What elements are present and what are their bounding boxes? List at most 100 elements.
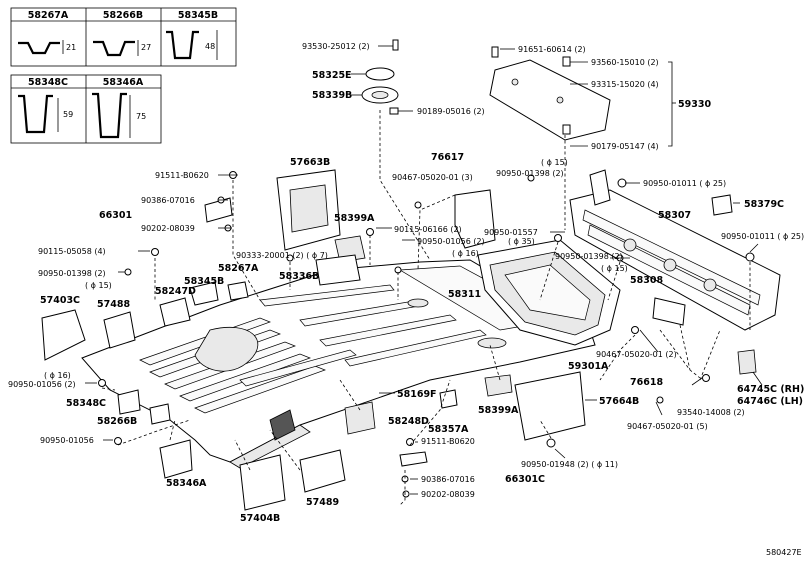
part-label: 90950-01056 (2) xyxy=(8,380,76,389)
part-label: 90950-01011 ( ϕ 25) xyxy=(643,179,726,188)
dashed-guide-lines xyxy=(101,110,751,506)
hook-66301c xyxy=(399,451,428,467)
plug-icon xyxy=(124,268,132,276)
part-label: ( ϕ 16) xyxy=(44,371,71,380)
part-label: 93530-25012 (2) xyxy=(302,42,370,51)
part-label: 58248D xyxy=(388,416,429,427)
plug-icon xyxy=(745,252,755,262)
bracket-58346a xyxy=(159,439,193,479)
bolt-icon xyxy=(366,228,374,236)
bracket-58247d xyxy=(159,297,191,327)
bracket-58345b xyxy=(189,281,219,306)
legend-code: 58346A xyxy=(103,77,144,88)
bolt-icon xyxy=(406,438,414,446)
part-label: 90179-05147 (4) xyxy=(591,142,659,151)
part-label: 90115-05058 (4) xyxy=(38,247,106,256)
part-label: 59330 xyxy=(678,99,711,110)
part-label: 93315-15020 (4) xyxy=(591,80,659,89)
plug-icon xyxy=(554,234,562,242)
spare-tub-58308 xyxy=(477,239,621,346)
clip-icon xyxy=(656,396,664,404)
screw-icon xyxy=(491,46,499,58)
bracket-57403c xyxy=(41,309,86,361)
part-label: 58348C xyxy=(66,398,106,409)
plug-icon xyxy=(546,438,556,448)
floor-bracket xyxy=(269,409,296,441)
bolt-icon xyxy=(389,107,399,115)
screw-icon xyxy=(702,374,710,382)
part-label: ( ϕ 35) xyxy=(508,237,535,246)
part-label: 66301 xyxy=(99,210,132,221)
floor-pan xyxy=(81,259,596,469)
part-label: 90467-05020-01 (5) xyxy=(627,422,708,431)
part-label: ( ϕ 16) xyxy=(452,249,479,258)
bolt-icon xyxy=(151,248,159,256)
part-label: 90333-20001 (2) ( ϕ 7) xyxy=(236,251,328,260)
part-label: 90386-07016 xyxy=(141,196,195,205)
part-label: 58307 xyxy=(658,210,691,221)
cap-58379c xyxy=(711,194,733,216)
bracket-57664b xyxy=(514,371,586,441)
part-label: 59301A xyxy=(568,361,609,372)
part-labels: 93530-25012 (2) 58325E 58339B 90189-0501… xyxy=(8,42,804,557)
part-label: 57404B xyxy=(240,513,280,524)
cover-59330 xyxy=(489,46,611,141)
part-label: 90950-01398 (2) xyxy=(38,269,106,278)
part-label: ( ϕ 15) xyxy=(85,281,112,290)
bracket-58266b xyxy=(149,403,171,425)
part-label: 58247D xyxy=(155,286,196,297)
bracket-58357a xyxy=(439,389,458,409)
part-label: 64746C (LH) xyxy=(737,396,803,407)
part-label: 90950-01011 ( ϕ 25) xyxy=(721,232,804,241)
part-label: 57664B xyxy=(599,396,639,407)
diagram-id: 580427E xyxy=(766,548,802,557)
part-label: 90386-07016 xyxy=(421,475,475,484)
bracket-58348c xyxy=(117,389,141,415)
part-label: 90950-01398 (2) xyxy=(555,252,623,261)
part-label: 90202-08039 xyxy=(141,224,195,233)
plug-icon xyxy=(414,201,422,209)
bracket-57489 xyxy=(299,449,346,493)
part-label: 76618 xyxy=(630,377,663,388)
part-label: 58339B xyxy=(312,90,352,101)
part-label: ( ϕ 15) xyxy=(541,158,568,167)
legend-dim: 75 xyxy=(136,112,146,121)
bracket-profile xyxy=(92,92,127,139)
bracket-57404b xyxy=(239,454,286,511)
part-label: 58379C xyxy=(744,199,784,210)
plug-icon xyxy=(617,178,627,188)
part-label: 58399A xyxy=(478,405,519,416)
part-label: 57488 xyxy=(97,299,130,310)
part-label: 90467-05020-01 (3) xyxy=(392,173,473,182)
washer-icon xyxy=(402,490,410,498)
plug-icon xyxy=(98,379,106,387)
bracket-57488 xyxy=(103,311,136,349)
legend-code: 58348C xyxy=(28,77,68,88)
plug-icon xyxy=(114,437,122,445)
legend-code: 58267A xyxy=(28,10,69,21)
part-label: 57403C xyxy=(40,295,80,306)
legend-dim: 21 xyxy=(66,43,76,52)
part-label: 90189-05016 (2) xyxy=(417,107,485,116)
part-label: 58346A xyxy=(166,478,207,489)
part-label: 90950-01557 xyxy=(484,228,538,237)
part-label: 58357A xyxy=(428,424,469,435)
part-label: 58399A xyxy=(334,213,375,224)
bracket-profile xyxy=(93,40,135,57)
bracket-58336b xyxy=(315,254,361,286)
bracket-profile xyxy=(18,94,53,134)
part-label: 90950-01056 xyxy=(40,436,94,445)
bolt-icon xyxy=(392,39,399,51)
part-label: 58325E xyxy=(312,70,352,81)
bracket-58248d xyxy=(344,401,376,435)
bracket-76618 xyxy=(652,297,686,326)
part-label: 90467-05020-01 (2) xyxy=(596,350,677,359)
plug-icon xyxy=(286,254,294,262)
part-label: 58169F xyxy=(397,389,437,400)
legend-code: 58266B xyxy=(103,10,143,21)
bracket-profile xyxy=(18,41,60,55)
part-label: ( ϕ 15) xyxy=(601,264,628,273)
clip-icon xyxy=(562,56,571,67)
legend-dim: 48 xyxy=(205,42,215,51)
